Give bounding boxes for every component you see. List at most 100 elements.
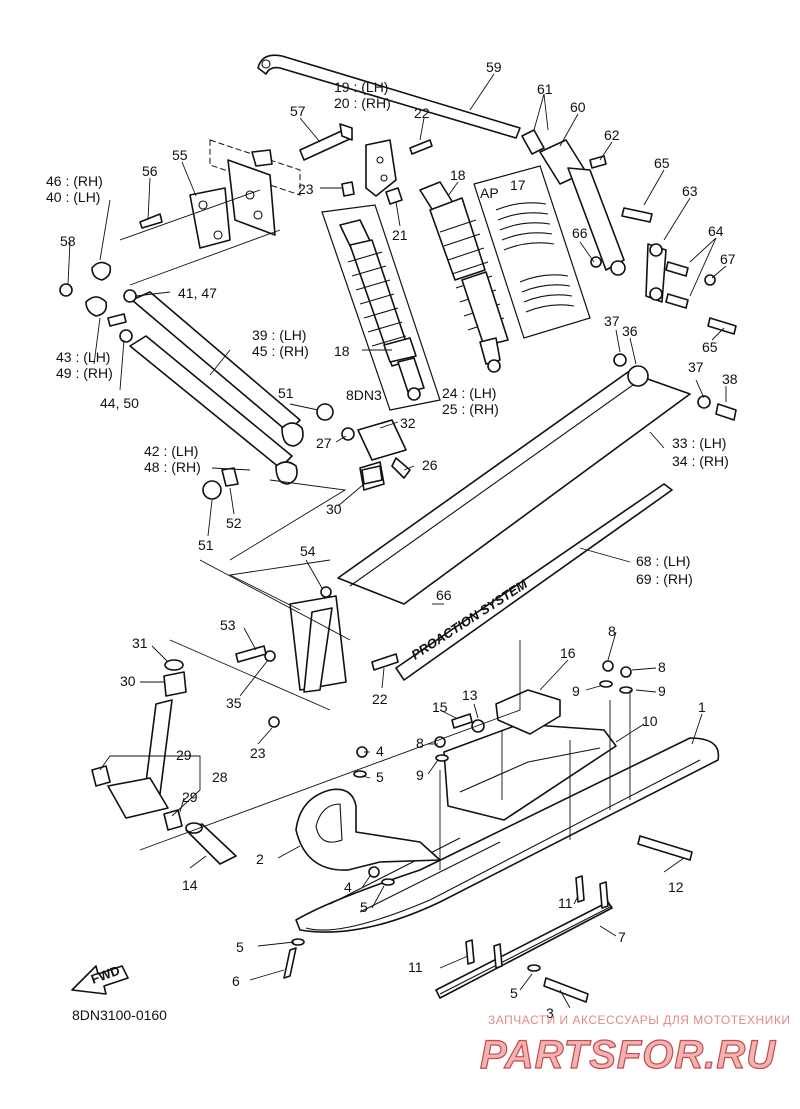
label-22b: 22: [372, 691, 388, 707]
diagram-code: 8DN3100-0160: [72, 1007, 167, 1023]
label-37b: 37: [688, 359, 704, 375]
ski: [295, 737, 720, 933]
label-35: 35: [226, 695, 242, 711]
label-53: 53: [220, 617, 236, 633]
label-65a: 65: [654, 155, 670, 171]
ski-handle: [295, 788, 441, 871]
label-9c: 9: [416, 767, 424, 783]
label-59: 59: [486, 59, 502, 75]
label-13: 13: [462, 687, 478, 703]
label-48: 48 : (RH): [144, 459, 201, 475]
label-12: 12: [668, 879, 684, 895]
slide-rail: [337, 353, 737, 605]
label-49: 49 : (RH): [56, 365, 113, 381]
label-10: 10: [642, 713, 658, 729]
label-26: 26: [422, 457, 438, 473]
reference-lines: [119, 189, 631, 870]
label-4b: 4: [344, 879, 352, 895]
label-34: 34 : (RH): [672, 453, 729, 469]
label-23a: 23: [298, 181, 314, 197]
label-42: 42 : (LH): [144, 443, 198, 459]
label-9b: 9: [572, 683, 580, 699]
label-61: 61: [537, 81, 553, 97]
label-11a: 11: [558, 895, 573, 911]
watermark-brand: PARTSFOR.RU: [480, 1033, 776, 1077]
label-44-50: 44, 50: [100, 395, 139, 411]
label-18a: 18: [450, 167, 466, 183]
label-33: 33 : (LH): [672, 435, 726, 451]
decal-text: PROACTION SYSTEM: [408, 576, 530, 663]
label-5c: 5: [236, 939, 244, 955]
label-15: 15: [432, 699, 448, 715]
label-23b: 23: [250, 745, 266, 761]
label-9a: 9: [658, 683, 666, 699]
label-5d: 5: [510, 985, 518, 1001]
label-37a: 37: [604, 313, 620, 329]
shock-absorber-8dn3: [321, 204, 441, 411]
label-65b: 65: [702, 339, 718, 355]
ski-spindle: [91, 659, 187, 831]
label-6: 6: [232, 973, 240, 989]
label-7: 7: [618, 929, 626, 945]
label-28: 28: [212, 769, 228, 785]
label-27: 27: [316, 435, 332, 451]
label-11b: 11: [408, 959, 423, 975]
label-22a: 22: [414, 105, 430, 121]
frame-bracket: [139, 123, 353, 249]
label-8a: 8: [608, 623, 616, 639]
label-46: 46 : (RH): [46, 173, 103, 189]
label-8dn3: 8DN3: [346, 387, 382, 403]
shock-absorber: [419, 181, 509, 373]
label-ap: AP: [480, 185, 499, 201]
label-66a: 66: [572, 225, 588, 241]
watermark: ЗАПЧАСТИ И АКСЕССУАРЫ ДЛЯ МОТОТЕХНИКИ PA…: [479, 1013, 790, 1078]
label-56: 56: [142, 163, 158, 179]
label-54: 54: [300, 543, 316, 559]
label-18b: 18: [334, 343, 350, 359]
label-8c: 8: [416, 735, 424, 751]
label-2: 2: [256, 851, 264, 867]
label-41-47: 41, 47: [178, 285, 217, 301]
watermark-tagline: ЗАПЧАСТИ И АКСЕССУАРЫ ДЛЯ МОТОТЕХНИКИ: [488, 1013, 790, 1027]
label-25: 25 : (RH): [442, 401, 499, 417]
label-39: 39 : (LH): [252, 327, 306, 343]
label-17: 17: [510, 177, 526, 193]
label-31: 31: [132, 635, 148, 651]
label-3: 3: [546, 1005, 554, 1021]
label-55: 55: [172, 147, 188, 163]
label-1: 1: [698, 699, 706, 715]
suspension-arms: [59, 261, 334, 500]
label-43: 43 : (LH): [56, 349, 110, 365]
stabilizer-bar: [257, 54, 521, 139]
label-16: 16: [560, 645, 576, 661]
spacer-collar: [185, 822, 237, 865]
spindle-bracket: [235, 465, 399, 728]
part-number-labels: 59 61 60 62 65 63 64 67 66 19 : (LH) 20 …: [46, 59, 738, 1023]
label-30a: 30: [326, 501, 342, 517]
label-4a: 4: [376, 743, 384, 759]
label-38: 38: [722, 371, 738, 387]
ski-bracket: [443, 689, 617, 821]
label-58: 58: [60, 233, 76, 249]
label-29b: 29: [182, 789, 198, 805]
forward-direction-icon: FWD: [71, 963, 129, 995]
label-24: 24 : (LH): [442, 385, 496, 401]
hardware: [283, 660, 693, 1003]
label-30b: 30: [120, 673, 136, 689]
label-69: 69 : (RH): [636, 571, 693, 587]
label-64: 64: [708, 223, 724, 239]
label-51b: 51: [198, 537, 214, 553]
label-45: 45 : (RH): [252, 343, 309, 359]
label-19: 19 : (LH): [334, 79, 388, 95]
label-66b: 66: [436, 587, 452, 603]
wear-bar: [435, 901, 613, 999]
label-52: 52: [226, 515, 242, 531]
label-51a: 51: [278, 385, 294, 401]
label-29a: 29: [176, 747, 192, 763]
label-21: 21: [392, 227, 408, 243]
label-63: 63: [682, 183, 698, 199]
label-20: 20 : (RH): [334, 95, 391, 111]
label-8b: 8: [658, 659, 666, 675]
ap-spring-kit: [473, 165, 591, 339]
